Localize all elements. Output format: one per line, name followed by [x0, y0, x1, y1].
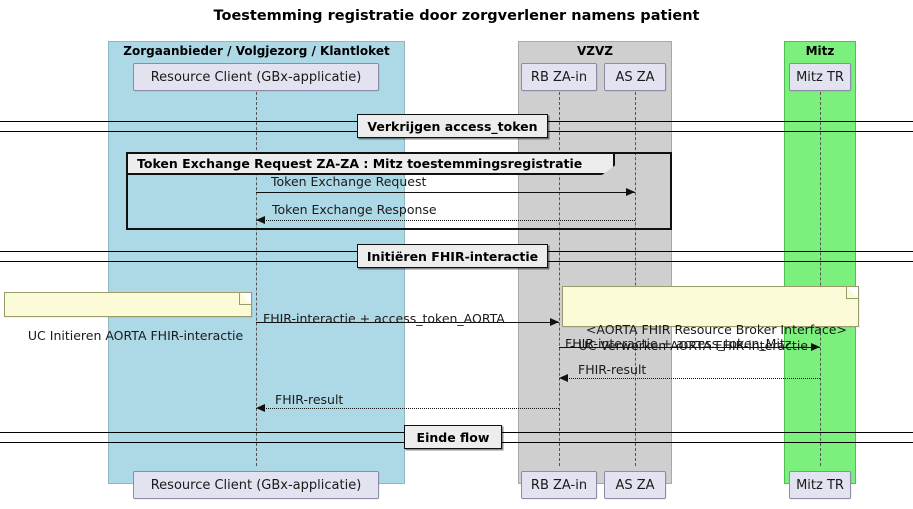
lifeline-mitz-tr — [820, 92, 821, 466]
participant-label: AS ZA — [615, 69, 655, 85]
participant-label: Resource Client (GBx-applicatie) — [150, 477, 362, 493]
divider-text: Verkrijgen access_token — [367, 118, 538, 134]
participant-mitz-tr-bottom[interactable]: Mitz TR — [789, 471, 851, 499]
note-text: UC Initieren AORTA FHIR-interactie — [27, 328, 244, 344]
participant-label: Mitz TR — [796, 477, 844, 493]
arrowhead-right-token-exchange-request — [626, 187, 635, 196]
note-fold-corner-icon — [239, 293, 251, 305]
group-label-zorgaanbieder: Zorgaanbieder / Volgjezorg / Klantloket — [123, 44, 390, 58]
participant-label: Mitz TR — [796, 69, 844, 85]
divider-label-verkrijgen-access-token: Verkrijgen access_token — [357, 114, 548, 138]
group-label-mitz: Mitz — [805, 44, 835, 58]
lifeline-as-za — [635, 92, 636, 466]
note-uc-initieren-aorta-fhir-interactie: UC Initieren AORTA FHIR-interactie — [4, 292, 252, 343]
fragment-header-token-exchange: Token Exchange Request ZA-ZA : Mitz toes… — [128, 154, 615, 175]
participant-resource-client-top[interactable]: Resource Client (GBx-applicatie) — [133, 63, 379, 91]
divider-label-einde-flow: Einde flow — [404, 425, 502, 449]
message-arrow-fhir-interactie-mitz — [559, 347, 820, 348]
lifeline-rb-za-in — [559, 92, 560, 466]
note-fold-corner-icon — [846, 287, 858, 299]
participant-mitz-tr-top[interactable]: Mitz TR — [789, 63, 851, 91]
arrowhead-right-fhir-interactie-aorta — [550, 317, 559, 326]
participant-label: AS ZA — [615, 477, 655, 493]
diagram-title: Toestemming registratie door zorgverlene… — [213, 8, 700, 24]
note-aorta-fhir-resource-broker-interface: <AORTA FHIR Resource Broker Interface> -… — [562, 286, 859, 353]
message-arrow-token-exchange-request — [256, 192, 635, 193]
arrowhead-left-fhir-result-mitz — [559, 373, 568, 382]
arrowhead-left-fhir-result-aorta — [256, 403, 265, 412]
participant-label: Resource Client (GBx-applicatie) — [150, 69, 362, 85]
message-label-fhir-interactie-aorta: FHIR-interactie + access_token_AORTA — [263, 311, 505, 326]
participant-as-za-bottom[interactable]: AS ZA — [604, 471, 666, 499]
message-arrow-token-exchange-response — [256, 220, 635, 221]
arrowhead-right-fhir-interactie-mitz — [811, 342, 820, 351]
divider-text: Initiëren FHIR-interactie — [366, 248, 539, 264]
fragment-token-exchange — [126, 152, 672, 230]
arrowhead-left-token-exchange-response — [256, 215, 265, 224]
message-label-fhir-result-aorta: FHIR-result — [275, 392, 344, 407]
divider-label-initieren-fhir-interactie: Initiëren FHIR-interactie — [357, 244, 548, 268]
note-text: <AORTA FHIR Resource Broker Interface> -… — [570, 322, 847, 353]
message-arrow-fhir-interactie-aorta — [256, 322, 559, 323]
message-label-fhir-result-mitz: FHIR-result — [578, 362, 647, 377]
fragment-label: Token Exchange Request ZA-ZA : Mitz toes… — [137, 156, 583, 171]
message-label-fhir-interactie-mitz: FHIR-interactie + access_token_Mitz — [565, 336, 792, 351]
participant-label: RB ZA-in — [530, 477, 588, 493]
message-arrow-fhir-result-mitz — [559, 378, 820, 379]
participant-rb-za-in-bottom[interactable]: RB ZA-in — [521, 471, 597, 499]
participant-rb-za-in-top[interactable]: RB ZA-in — [521, 63, 597, 91]
group-label-vzvz: VZVZ — [577, 44, 613, 58]
message-label-token-exchange-response: Token Exchange Response — [272, 202, 437, 217]
participant-as-za-top[interactable]: AS ZA — [604, 63, 666, 91]
message-arrow-fhir-result-aorta — [256, 408, 559, 409]
message-label-token-exchange-request: Token Exchange Request — [271, 174, 427, 189]
participant-label: RB ZA-in — [530, 69, 588, 85]
lifeline-resource-client — [256, 92, 257, 466]
divider-text: Einde flow — [416, 429, 490, 445]
participant-resource-client-bottom[interactable]: Resource Client (GBx-applicatie) — [133, 471, 379, 499]
